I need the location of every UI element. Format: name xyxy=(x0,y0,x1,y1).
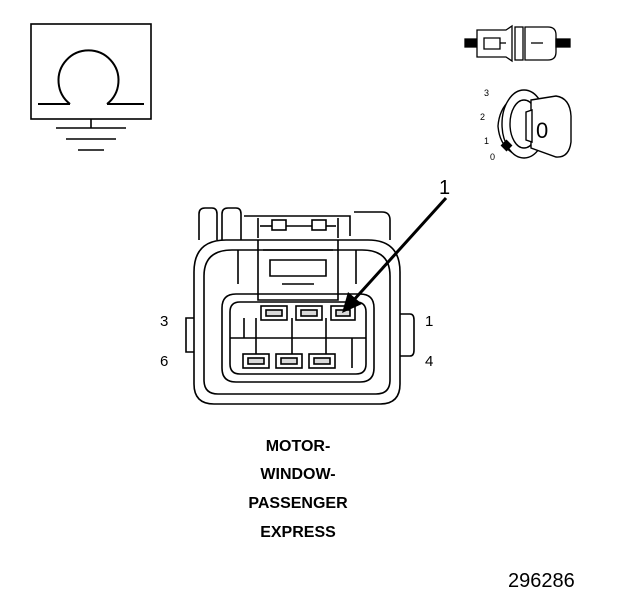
inline-connector-icon xyxy=(464,24,571,63)
ohmmeter-ground-icon xyxy=(30,23,152,151)
connector-face-icon xyxy=(185,207,415,405)
connector-title-line-4: EXPRESS xyxy=(260,524,336,541)
ignition-position-3: 3 xyxy=(484,88,489,98)
terminal-row-top xyxy=(260,305,356,321)
ignition-key-label: 0 xyxy=(536,118,548,143)
ignition-position-2: 2 xyxy=(480,112,485,122)
ignition-key-icon: 3 2 1 0 0 xyxy=(480,88,572,162)
connector-title: MOTOR- WINDOW- PASSENGER EXPRESS xyxy=(248,438,348,541)
connector-title-line-1: MOTOR- xyxy=(266,438,331,455)
ignition-position-0: 0 xyxy=(490,152,495,162)
figure-number: 296286 xyxy=(508,570,575,592)
connector-title-line-3: PASSENGER xyxy=(248,495,348,512)
ignition-position-1: 1 xyxy=(484,136,489,146)
callout-number: 1 xyxy=(439,177,450,199)
terminal-row-bottom xyxy=(242,353,336,369)
callout-arrow-icon xyxy=(342,196,448,313)
pin-label-bottom-right: 4 xyxy=(425,353,433,370)
pin-label-bottom-left: 6 xyxy=(160,353,168,370)
pin-label-top-right: 1 xyxy=(425,313,433,330)
pin-label-top-left: 3 xyxy=(160,313,168,330)
connector-title-line-2: WINDOW- xyxy=(260,466,335,483)
